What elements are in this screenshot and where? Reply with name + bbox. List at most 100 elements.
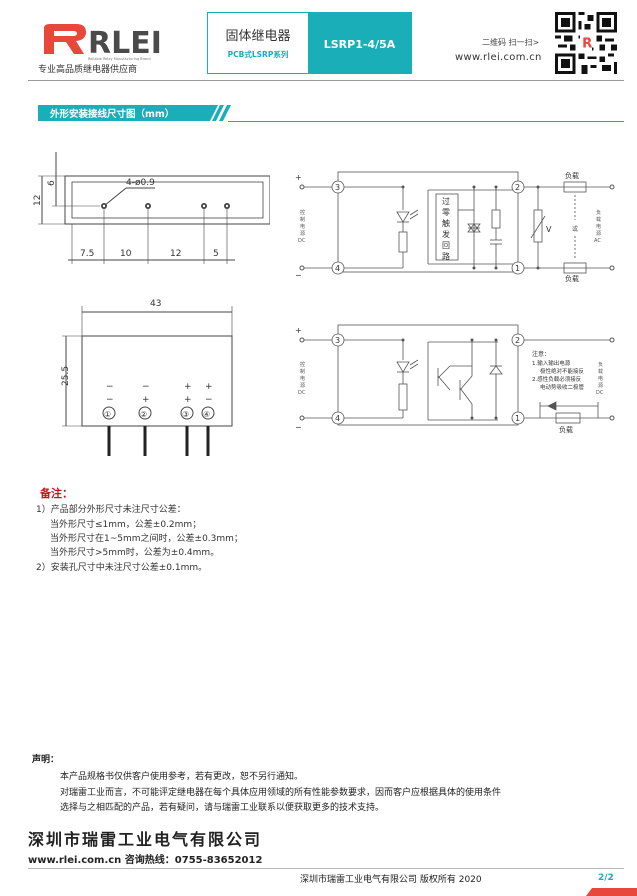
c1-pin4: 4 bbox=[335, 264, 340, 273]
c2-pin3: 3 bbox=[335, 336, 340, 345]
c1-left-1: 控 bbox=[300, 209, 305, 216]
dim-width-43: 43 bbox=[150, 299, 161, 309]
website-link[interactable]: www.rlei.com.cn bbox=[455, 52, 542, 63]
c2-left-3: 电 bbox=[300, 375, 305, 382]
c2-minus: − bbox=[295, 423, 302, 432]
svg-text:R: R bbox=[582, 36, 592, 51]
pin1-label: ① bbox=[104, 410, 111, 419]
c2-note-2: 极性绝对不能接反 bbox=[540, 367, 585, 375]
c2-right-5: DC bbox=[596, 390, 604, 396]
circuit-diagram-ac: 3 4 2 1 + − 控 制 电 源 DC 负 载 电 源 AC 过 零 触 … bbox=[295, 171, 615, 283]
dim-height-12: 12 bbox=[33, 195, 43, 206]
page-number: 2/2 bbox=[598, 873, 614, 883]
c1-right-1: 负 bbox=[596, 209, 601, 216]
pin4-pol-bot: − bbox=[205, 395, 213, 405]
c1-right-4: 源 bbox=[596, 230, 601, 237]
c1-box-4: 发 bbox=[442, 229, 450, 239]
tagline: 专业高品质继电器供应商 bbox=[38, 65, 138, 75]
company-name: 深圳市瑞雷工业电气有限公司 bbox=[28, 830, 263, 849]
c1-left-5: DC bbox=[298, 238, 306, 244]
section-title: 外形安装接线尺寸图（mm） bbox=[50, 109, 175, 120]
product-series: PCB式LSRP系列 bbox=[227, 50, 289, 59]
note-line-2: 当外形尺寸≤1mm，公差±0.2mm； bbox=[50, 520, 202, 530]
pin1-pol-top: − bbox=[106, 382, 114, 392]
c1-box-1: 过 bbox=[442, 196, 450, 206]
pin1-pol-bot: − bbox=[106, 395, 114, 405]
notes-title: 备注： bbox=[40, 487, 73, 500]
pin3-label: ③ bbox=[182, 410, 189, 419]
dim-10: 10 bbox=[120, 249, 132, 259]
pin2-pol-bot: + bbox=[142, 395, 150, 405]
front-view-drawing: 43 25.5 − − + + − + + − ① ② ③ ④ bbox=[61, 299, 233, 456]
c2-right-3: 电 bbox=[598, 375, 603, 382]
section-rule bbox=[228, 121, 624, 122]
product-box: 固体继电器 PCB式LSRP系列 LSRP1-4/5A bbox=[207, 12, 412, 74]
c1-left-3: 电 bbox=[300, 223, 305, 230]
declaration-line-1: 本产品规格书仅供客户使用参考，若有更改，恕不另行通知。 bbox=[60, 772, 304, 782]
dim-height-6: 6 bbox=[47, 180, 57, 186]
c1-pin3: 3 bbox=[335, 183, 340, 192]
c1-load-bottom: 负载 bbox=[565, 274, 579, 283]
qr-caption: 二维码 扫一扫> bbox=[482, 38, 540, 47]
c1-box-5: 回 bbox=[442, 241, 450, 250]
c1-left-2: 制 bbox=[300, 216, 305, 223]
dim-holes: 4-ø0.9 bbox=[126, 178, 155, 188]
c2-left-2: 制 bbox=[300, 368, 305, 375]
c1-pin2: 2 bbox=[515, 183, 520, 192]
c2-note-3: 2.感性负载必须接反 bbox=[532, 375, 582, 383]
logo-text: RLEI bbox=[88, 26, 160, 61]
c1-right-5: AC bbox=[594, 238, 601, 244]
c1-left-4: 源 bbox=[300, 230, 305, 237]
header-divider bbox=[28, 80, 624, 81]
c1-right-2: 载 bbox=[596, 216, 601, 223]
note-line-5: 2）安装孔尺寸中未注尺寸公差±0.1mm。 bbox=[36, 563, 208, 573]
c2-load: 负载 bbox=[559, 425, 573, 434]
c1-or: 或 bbox=[572, 225, 578, 233]
note-line-4: 当外形尺寸>5mm时，公差为±0.4mm。 bbox=[50, 548, 220, 558]
model-number: LSRP1-4/5A bbox=[323, 38, 396, 51]
circuit-diagram-dc: 3 4 2 1 + − 控 制 电 源 DC 负 载 电 源 DC 注意： 1.… bbox=[295, 324, 615, 434]
dim-height-25-5: 25.5 bbox=[61, 366, 71, 386]
model-panel bbox=[308, 13, 411, 73]
qr-code-icon[interactable]: R bbox=[555, 12, 617, 74]
c2-pin1: 1 bbox=[515, 414, 520, 423]
footer-divider bbox=[28, 868, 624, 869]
declaration-title: 声明： bbox=[32, 755, 60, 765]
dim-12: 12 bbox=[170, 249, 181, 259]
section-title-bar bbox=[38, 105, 231, 121]
c2-right-2: 载 bbox=[598, 368, 603, 375]
c2-left-1: 控 bbox=[300, 361, 305, 368]
dim-5: 5 bbox=[213, 249, 219, 259]
c1-plus: + bbox=[295, 173, 302, 182]
c2-pin4: 4 bbox=[335, 414, 340, 423]
pin2-label: ② bbox=[140, 410, 147, 419]
c1-minus: − bbox=[295, 271, 302, 280]
note-line-1: 1）产品部分外形尺寸未注尺寸公差： bbox=[36, 505, 186, 515]
pin3-pol-bot: + bbox=[184, 395, 192, 405]
footer-accent-bar bbox=[0, 888, 637, 896]
logo-subtext: Reliable Relay Manufacturing Brand bbox=[88, 57, 151, 61]
contact-info: www.rlei.com.cn 咨询热线：0755-83652012 bbox=[28, 855, 263, 866]
c2-plus: + bbox=[295, 326, 302, 335]
c1-box-6: 路 bbox=[442, 251, 450, 261]
c1-varistor-v: V bbox=[546, 225, 552, 234]
dim-7-5: 7.5 bbox=[80, 249, 94, 259]
top-view-drawing: 12 6 4-ø0.9 7.5 10 12 5 bbox=[33, 152, 270, 264]
rlei-logo: RLEI Reliable Relay Manufacturing Brand bbox=[44, 24, 160, 61]
c2-right-4: 源 bbox=[598, 382, 603, 389]
c2-note-4: 电动势吸收二极管 bbox=[540, 383, 585, 391]
c2-left-5: DC bbox=[298, 390, 306, 396]
pin4-label: ④ bbox=[203, 410, 210, 419]
c1-pin1: 1 bbox=[515, 264, 520, 273]
footer-copyright: 深圳市瑞雷工业电气有限公司 版权所有 2020 bbox=[300, 875, 482, 885]
note-line-3: 当外形尺寸在1~5mm之间时，公差±0.3mm； bbox=[50, 534, 243, 544]
pin4-pol-top: + bbox=[205, 382, 213, 392]
c1-box-2: 零 bbox=[442, 208, 450, 217]
c2-note-1: 1.输入输出电源 bbox=[532, 359, 571, 367]
c1-box-3: 触 bbox=[442, 218, 450, 228]
c2-left-4: 源 bbox=[300, 382, 305, 389]
c2-note-title: 注意： bbox=[532, 350, 550, 358]
c1-load-top: 负载 bbox=[565, 171, 579, 180]
c2-right-1: 负 bbox=[598, 361, 603, 368]
declaration-line-3: 选择与之相匹配的产品，若有疑问，请与瑞雷工业联系以便获取更多的技术支持。 bbox=[60, 803, 385, 813]
